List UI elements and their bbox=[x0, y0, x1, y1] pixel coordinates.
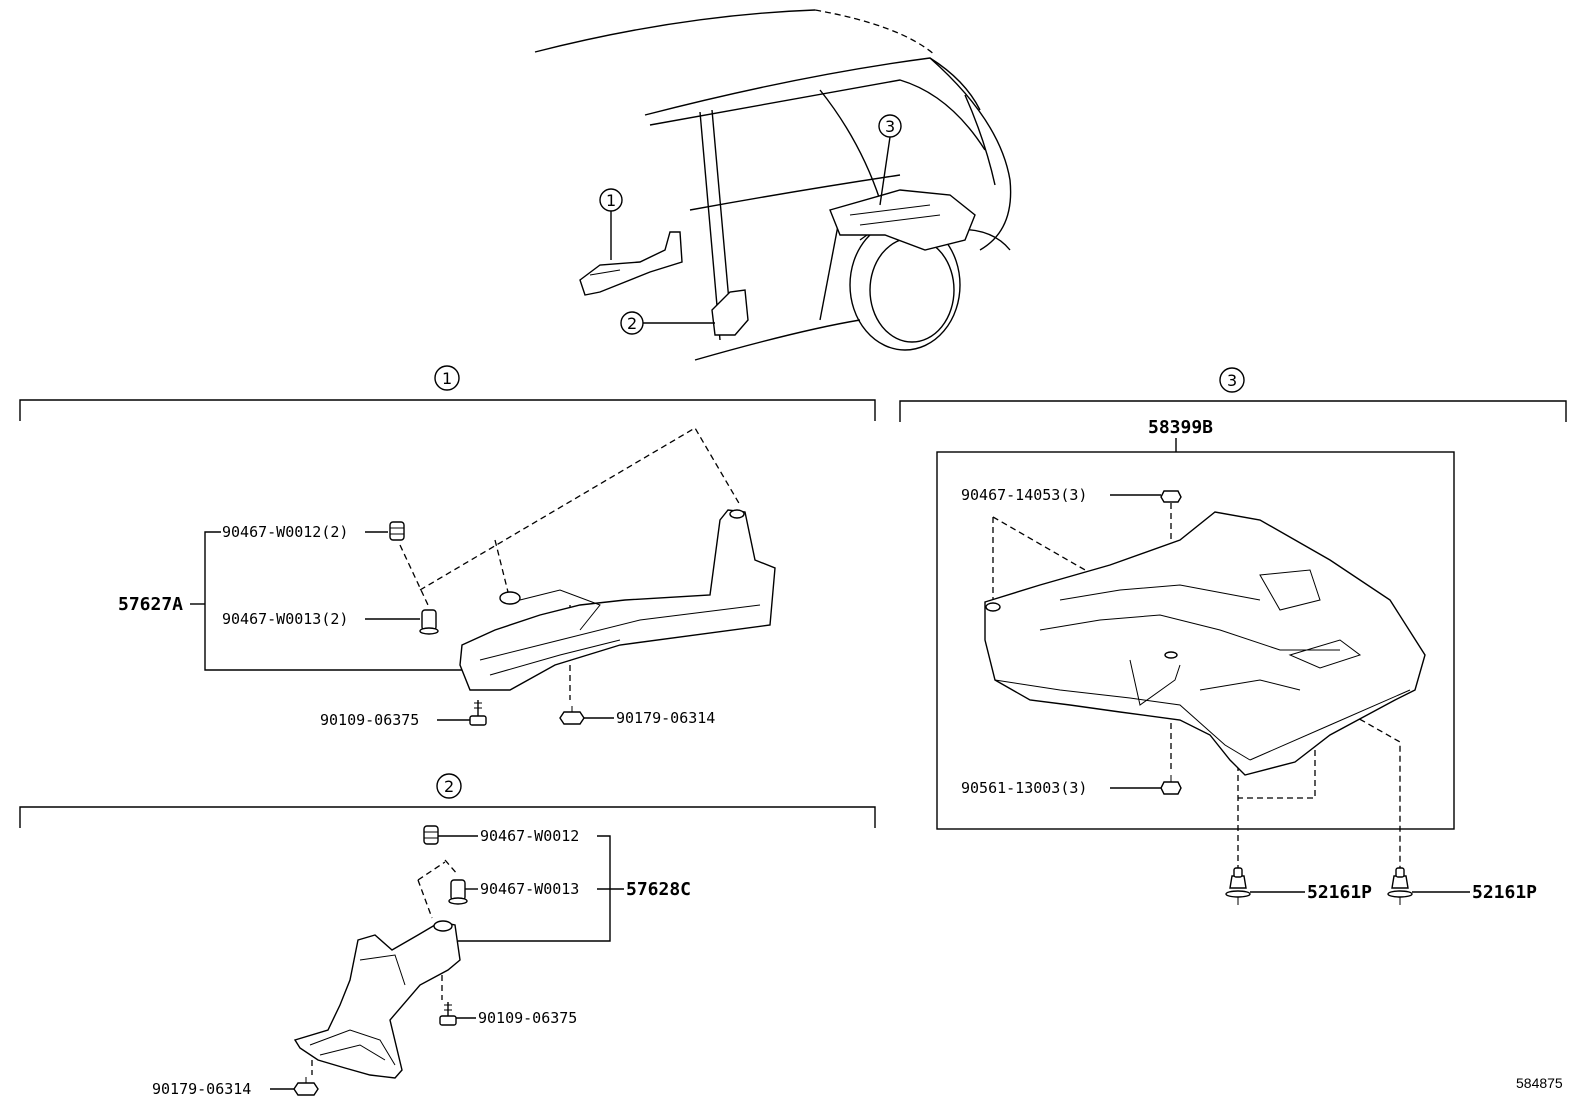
clip-icon bbox=[419, 609, 439, 635]
section-2-callout: 2 bbox=[444, 777, 454, 796]
part-90467-W0012-qty2: 90467-W0012(2) bbox=[222, 523, 348, 541]
part-90467-W0013: 90467-W0013 bbox=[480, 880, 579, 898]
vehicle-overview-illustration: 1 2 3 bbox=[534, 9, 1012, 361]
part-52161P-left: 52161P bbox=[1307, 882, 1372, 903]
part-90109-06375: 90109-06375 bbox=[320, 711, 419, 729]
part-90179-06314: 90179-06314 bbox=[616, 709, 715, 727]
assembly-57628C: 57628C bbox=[626, 879, 691, 900]
push-rivet-icon bbox=[1387, 867, 1413, 905]
section-1-callout: 1 bbox=[442, 369, 452, 388]
diagram-reference-number: 584875 bbox=[1516, 1075, 1563, 1091]
nut-icon bbox=[293, 1077, 319, 1096]
clip-icon bbox=[1160, 775, 1182, 795]
callout-2-overview: 2 bbox=[627, 314, 637, 333]
bolt-icon bbox=[439, 1002, 457, 1026]
part-52161P-right: 52161P bbox=[1472, 882, 1537, 903]
bolt-icon bbox=[469, 700, 487, 726]
part-90467-14053-qty3: 90467-14053(3) bbox=[961, 486, 1087, 504]
part-90179-06314-s2: 90179-06314 bbox=[152, 1080, 251, 1098]
part-90467-W0013-qty2: 90467-W0013(2) bbox=[222, 610, 348, 628]
section-2: 2 90467-W0012 90467-W0013 57628C bbox=[19, 773, 876, 1098]
push-rivet-icon bbox=[1225, 867, 1251, 905]
callout-3-overview: 3 bbox=[885, 117, 895, 136]
section-3-callout: 3 bbox=[1227, 371, 1237, 390]
clip-icon bbox=[423, 825, 439, 845]
section-1: 1 57627A 90467-W0012(2) 90467-W0013(2) bbox=[19, 365, 876, 729]
part-90561-13003-qty3: 90561-13003(3) bbox=[961, 779, 1087, 797]
part-90109-06375-s2: 90109-06375 bbox=[478, 1009, 577, 1027]
part-90467-W0012: 90467-W0012 bbox=[480, 827, 579, 845]
clip-icon bbox=[1160, 490, 1182, 503]
nut-icon bbox=[559, 706, 585, 725]
callout-1-overview: 1 bbox=[606, 191, 616, 210]
section-3: 3 58399B 90467-14053(3) bbox=[899, 367, 1567, 905]
assembly-58399B: 58399B bbox=[1148, 417, 1213, 438]
assembly-57627A: 57627A bbox=[118, 594, 183, 615]
clip-icon bbox=[448, 879, 468, 905]
clip-icon bbox=[389, 521, 405, 541]
